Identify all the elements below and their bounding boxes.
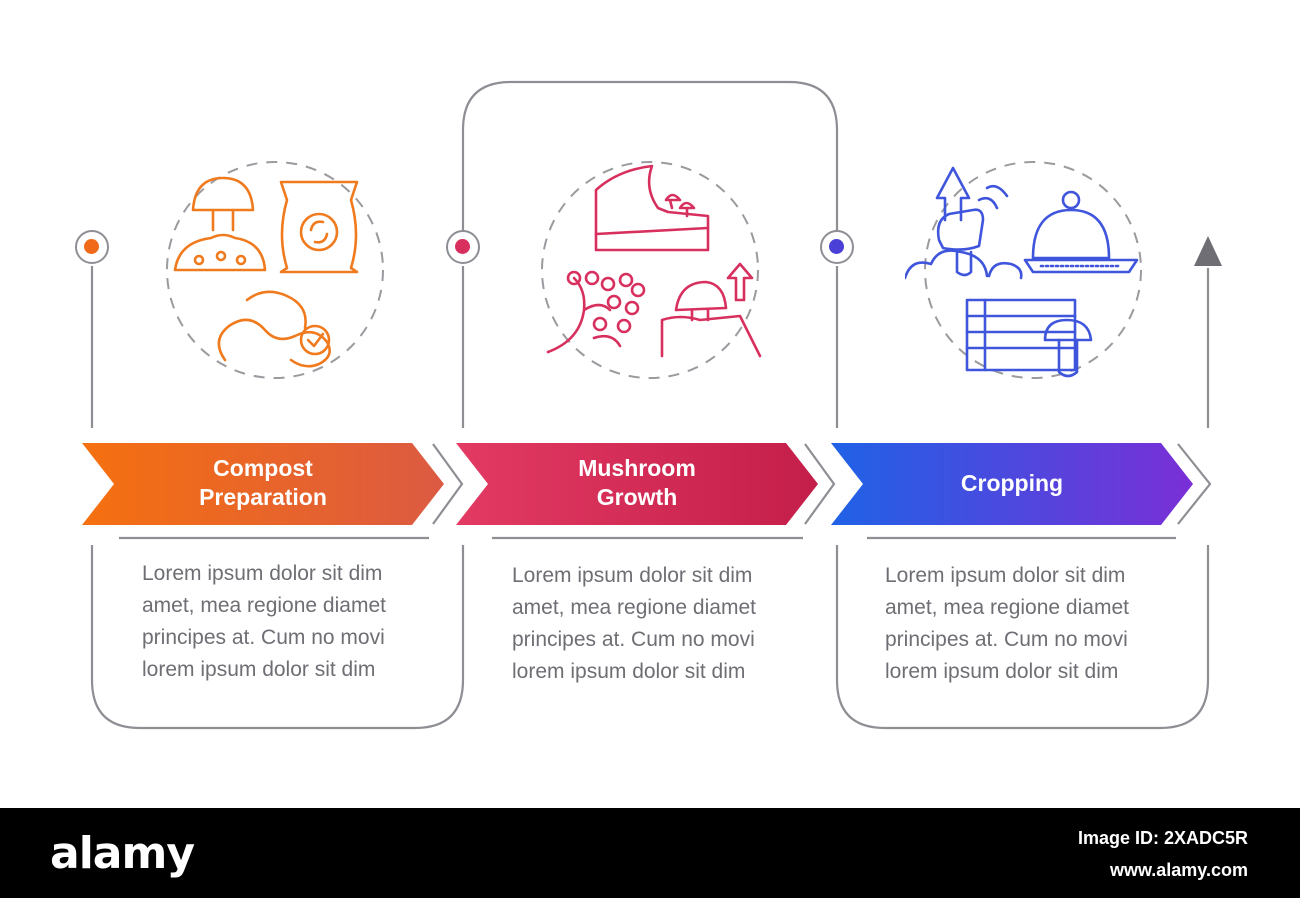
step-2-description-line: principes at. Cum no movi bbox=[512, 628, 755, 651]
step-1-title-line-2: Preparation bbox=[199, 484, 327, 510]
cropping-icon bbox=[905, 161, 1142, 379]
image-id: Image ID: 2XADC5R bbox=[1077, 828, 1248, 848]
step-1-arrow bbox=[82, 443, 444, 525]
step-1-description-line: amet, mea regione diamet bbox=[142, 594, 386, 617]
brand-logo: alamy bbox=[50, 828, 195, 879]
mushroom-growth-icon bbox=[541, 161, 762, 379]
step-2-arrow bbox=[456, 443, 818, 525]
step-2-title-line-1: Mushroom bbox=[578, 455, 696, 481]
arrow-banners bbox=[82, 443, 1193, 525]
step-1-title-line-1: Compost bbox=[213, 455, 313, 481]
step-2-title: Mushroom Growth bbox=[488, 454, 786, 512]
step-2-marker bbox=[446, 230, 480, 264]
infographic-canvas: Compost Preparation Mushroom Growth Crop… bbox=[75, 80, 1222, 730]
site-url: www.alamy.com bbox=[1109, 860, 1248, 880]
step-3-description: Lorem ipsum dolor sit dim amet, mea regi… bbox=[885, 560, 1185, 688]
step-2-description: Lorem ipsum dolor sit dim amet, mea regi… bbox=[512, 560, 812, 688]
step-3-description-line: Lorem ipsum dolor sit dim bbox=[885, 564, 1126, 587]
step-1-description-line: principes at. Cum no movi bbox=[142, 626, 385, 649]
footer-bar: alamy Image ID: 2XADC5R www.alamy.com bbox=[0, 808, 1300, 898]
compost-icon bbox=[166, 161, 384, 379]
step-1-title: Compost Preparation bbox=[114, 454, 412, 512]
end-arrow-icon bbox=[1194, 236, 1222, 266]
step-3-description-line: amet, mea regione diamet bbox=[885, 596, 1129, 619]
step-3-arrow bbox=[831, 443, 1193, 525]
step-3-description-line: lorem ipsum dolor sit dim bbox=[885, 660, 1119, 683]
step-3-title-line-1: Cropping bbox=[960, 470, 1064, 496]
step-2-description-line: lorem ipsum dolor sit dim bbox=[512, 660, 746, 683]
step-1-description-line: Lorem ipsum dolor sit dim bbox=[142, 562, 383, 585]
step-2-description-line: Lorem ipsum dolor sit dim bbox=[512, 564, 753, 587]
step-3-description-line: principes at. Cum no movi bbox=[885, 628, 1128, 651]
step-1-marker bbox=[75, 230, 109, 264]
step-1-description-line: lorem ipsum dolor sit dim bbox=[142, 658, 376, 681]
step-1-description: Lorem ipsum dolor sit dim amet, mea regi… bbox=[142, 558, 442, 686]
step-2-title-line-2: Growth bbox=[596, 484, 678, 510]
process-frame bbox=[90, 80, 1222, 730]
step-3-title: Cropping bbox=[863, 469, 1161, 498]
step-3-marker bbox=[820, 230, 854, 264]
step-2-description-line: amet, mea regione diamet bbox=[512, 596, 756, 619]
